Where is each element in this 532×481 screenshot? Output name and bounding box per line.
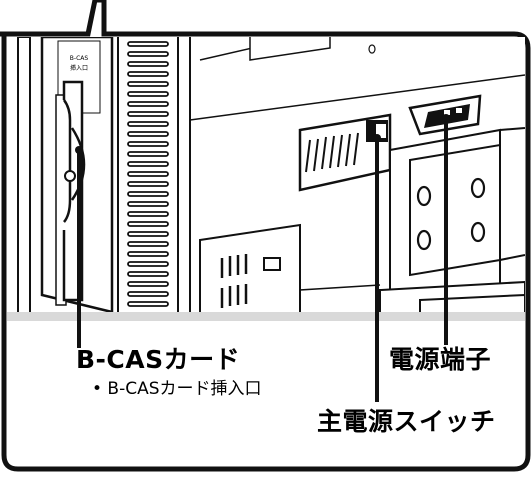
slot-label-text: B-CAS xyxy=(70,55,89,62)
card-screw-icon xyxy=(64,170,76,182)
vent-slits xyxy=(127,41,169,307)
bcas-card-label: B-CASカード xyxy=(76,345,241,374)
stand-bracket xyxy=(409,143,501,277)
bcas-slot-note: • B-CASカード挿入口 xyxy=(92,379,262,399)
recess-vents xyxy=(305,132,359,173)
leader-dots xyxy=(75,114,450,154)
main-power-switch-label: 主電源スイッチ xyxy=(317,407,496,436)
leader-lines xyxy=(77,118,448,402)
power-terminal-label: 電源端子 xyxy=(389,345,492,374)
callout-frame xyxy=(0,0,531,472)
svg-text:挿入口: 挿入口 xyxy=(70,64,88,72)
rear-panel-drawing: B-CAS 挿入口 xyxy=(7,37,525,321)
lower-vent-box xyxy=(199,223,301,321)
